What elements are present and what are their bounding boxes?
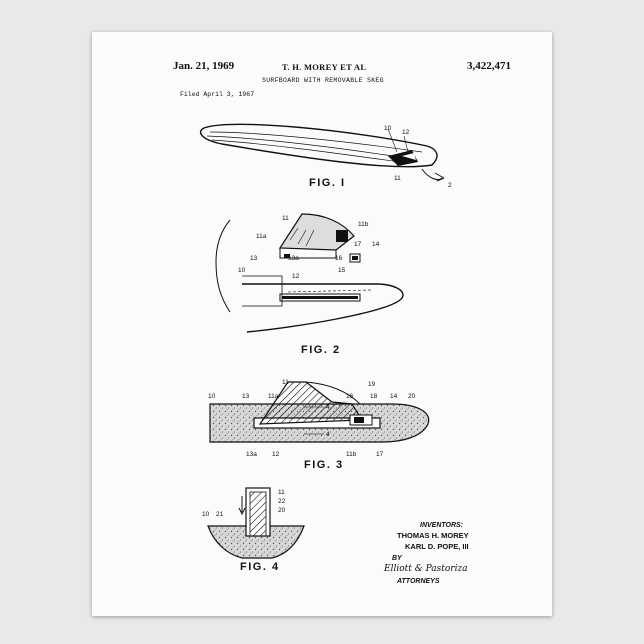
fig3-callout-12: 12 (272, 451, 280, 458)
fig2-drawing: 11 11a 11b 13 13a 16 17 14 15 12 10 (216, 214, 403, 332)
fig4-callout-11: 11 (278, 489, 285, 496)
fig2-callout-11b: 11b (358, 221, 369, 228)
fig4-callout-21: 21 (216, 511, 224, 518)
fig3-callout-17: 17 (376, 451, 384, 458)
attorneys-label: ATTORNEYS (397, 578, 440, 585)
fig3-callout-4a: 4 (326, 404, 330, 411)
fig2-callout-14: 14 (372, 241, 380, 248)
fig3-callout-11: 11 (282, 379, 289, 386)
inventors-label: INVENTORS: (420, 522, 463, 529)
fig3-callout-19: 19 (368, 381, 376, 388)
by-label: BY (392, 555, 402, 562)
fig3-callout-16: 16 (346, 393, 354, 400)
fig4-label: FIG. 4 (240, 561, 280, 573)
fig2-callout-13: 13 (250, 255, 258, 262)
fig3-callout-14: 14 (390, 393, 398, 400)
fig1-callout-11: 11 (394, 175, 401, 182)
fig1-label: FIG. I (309, 177, 346, 189)
inventor-name-2: KARL D. POPE, III (405, 542, 469, 551)
fig2-callout-13a: 13a (288, 255, 299, 262)
fig2-callout-11a: 11a (256, 233, 267, 240)
fig4-callout-10: 10 (202, 511, 210, 518)
fig4-callout-20: 20 (278, 507, 286, 514)
patent-drawings: 10 12 11 2 11 11a 11b 13 13a 16 1 (92, 32, 552, 616)
fig2-label: FIG. 2 (301, 344, 341, 356)
fig3-callout-10: 10 (208, 393, 216, 400)
fig3-callout-11b: 11b (346, 451, 357, 458)
fig3-label: FIG. 3 (304, 459, 344, 471)
fig1-callout-10: 10 (384, 125, 392, 132)
fig3-drawing: 4 4 10 13 11 11a 16 19 18 14 20 13a 12 1… (208, 379, 429, 458)
fig3-callout-13: 13 (242, 393, 250, 400)
patent-poster: Jan. 21, 1969 T. H. MOREY ET AL 3,422,47… (92, 32, 552, 616)
fig1-callout-12: 12 (402, 129, 410, 136)
fig2-callout-17: 17 (354, 241, 362, 248)
fig3-callout-20: 20 (408, 393, 416, 400)
fig3-callout-11a: 11a (268, 393, 279, 400)
fig4-callout-22: 22 (278, 498, 286, 505)
fig2-callout-12: 12 (292, 273, 300, 280)
fig1-callout-2: 2 (448, 182, 452, 189)
fig3-callout-13a: 13a (246, 451, 257, 458)
fig4-drawing: 11 22 20 10 21 (202, 488, 304, 558)
fig2-callout-16: 16 (335, 255, 343, 262)
fig3-callout-4b: 4 (326, 431, 330, 438)
fig2-callout-11: 11 (282, 215, 289, 222)
fig2-callout-15: 15 (338, 267, 346, 274)
fig2-callout-10: 10 (238, 267, 246, 274)
inventor-name-1: THOMAS H. MOREY (397, 531, 469, 540)
fig3-callout-18: 18 (370, 393, 378, 400)
attorney-signature: Elliott & Pastoriza (384, 564, 468, 574)
